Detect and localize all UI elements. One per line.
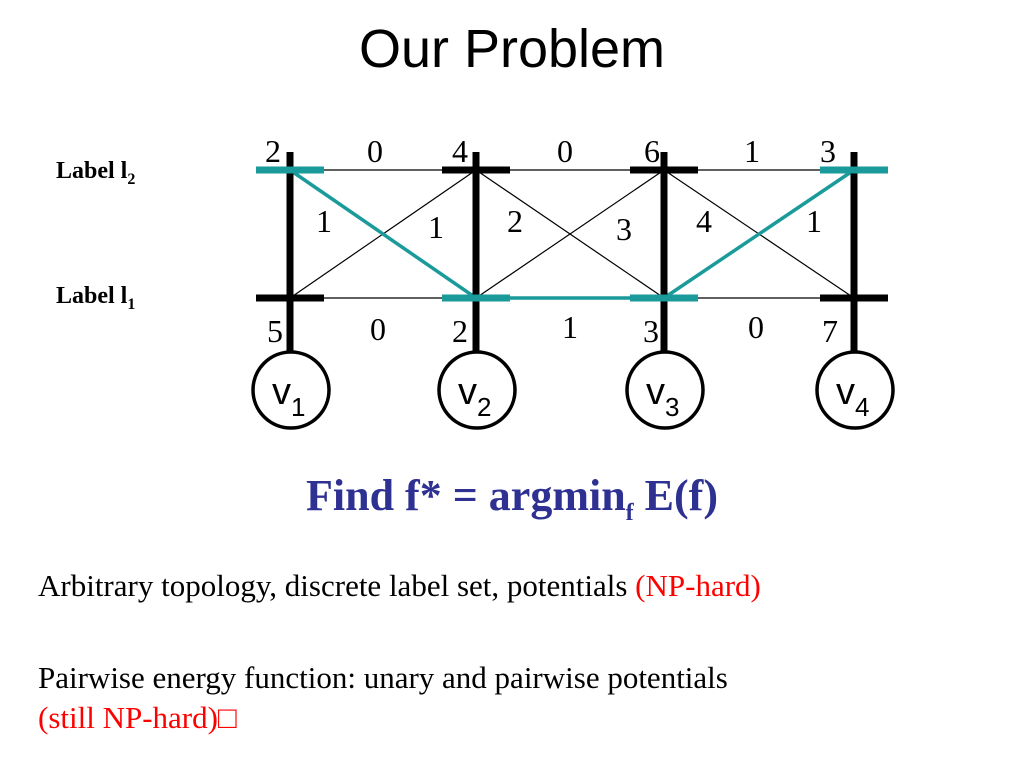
node-name-v3-letter: v [646, 371, 665, 413]
objective-suffix: E(f) [633, 471, 718, 520]
label-l1-text: Label l [56, 283, 128, 309]
pairwise-cross-1-2-up: 1 [428, 209, 444, 245]
pairwise-cross-1-2-down: 1 [316, 203, 332, 239]
pairwise-bottom-3-4: 0 [748, 309, 764, 345]
node-name-v4: v4 [836, 371, 869, 422]
bullet-arbitrary-topology-note: (NP-hard) [635, 568, 761, 603]
pairwise-top-2-3: 0 [557, 133, 573, 169]
node-name-v3: v3 [646, 371, 679, 422]
label-l2: Label l2 [56, 158, 135, 189]
pairwise-top-1-2: 0 [367, 133, 383, 169]
node-name-v2: v2 [458, 371, 491, 422]
node-circle-v4 [815, 350, 895, 430]
bullet-pairwise-energy-note: (still NP-hard)□ [38, 700, 237, 735]
mrf-diagram: v1 v2 v3 v4 2 4 6 3 5 2 3 7 0 0 1 0 1 0 … [251, 133, 895, 430]
node-name-v1: v1 [272, 371, 305, 422]
unary-v1-l1: 5 [267, 313, 283, 349]
pairwise-cross-3-4-down: 4 [696, 203, 712, 239]
label-l2-sub: 2 [127, 170, 136, 188]
node-circle-v3 [625, 350, 705, 430]
unary-v4-l1: 7 [822, 313, 838, 349]
edge-diag-2-3-up [475, 169, 665, 299]
bullet-pairwise-energy: Pairwise energy function: unary and pair… [38, 658, 728, 738]
objective-prefix: Find f* = argmin [306, 471, 626, 520]
pairwise-top-3-4: 1 [744, 133, 760, 169]
unary-v2-l1: 2 [452, 313, 468, 349]
unary-v3-l2: 6 [644, 133, 660, 169]
pairwise-cross-3-4-up: 1 [806, 203, 822, 239]
node-name-v1-letter: v [272, 371, 291, 413]
label-l1-sub: 1 [127, 295, 136, 313]
node-name-v4-sub: 4 [855, 392, 869, 422]
node-name-v4-letter: v [836, 371, 855, 413]
objective-subscript: f [625, 499, 634, 526]
label-l1: Label l1 [56, 283, 135, 314]
node-name-v2-sub: 2 [477, 392, 491, 422]
node-name-v3-sub: 3 [665, 392, 679, 422]
page-title: Our Problem [358, 19, 666, 79]
pairwise-bottom-2-3: 1 [562, 309, 578, 345]
unary-v3-l1: 3 [643, 313, 659, 349]
objective-statement: Find f* = argminf E(f) [0, 470, 1024, 527]
node-circle-v1 [251, 350, 331, 430]
unary-v2-l2: 4 [452, 133, 468, 169]
unary-v1-l2: 2 [265, 133, 281, 169]
pairwise-cross-2-3-down: 2 [507, 203, 523, 239]
bullet-arbitrary-topology: Arbitrary topology, discrete label set, … [38, 568, 761, 604]
pairwise-cross-2-3-up: 3 [616, 211, 632, 247]
label-l2-text: Label l [56, 158, 128, 184]
node-name-v1-sub: 1 [291, 392, 305, 422]
unary-v4-l2: 3 [820, 133, 836, 169]
node-circle-v2 [437, 350, 517, 430]
pairwise-bottom-1-2: 0 [370, 311, 386, 347]
bullet-arbitrary-topology-text: Arbitrary topology, discrete label set, … [38, 568, 636, 603]
optimal-labeling-path [289, 168, 855, 300]
bullet-pairwise-energy-text: Pairwise energy function: unary and pair… [38, 660, 728, 695]
node-name-v2-letter: v [458, 371, 477, 413]
